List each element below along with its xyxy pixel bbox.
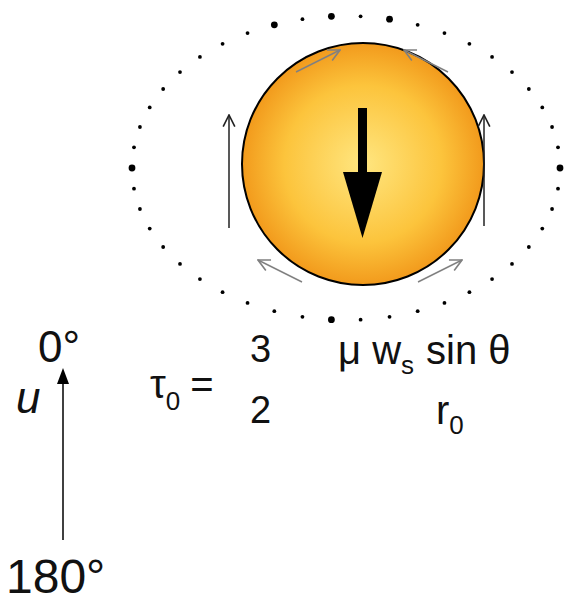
boundary-dot xyxy=(148,227,152,231)
formula-term: μ w xyxy=(338,330,401,370)
formula-term: sin θ xyxy=(426,330,511,370)
boundary-dot xyxy=(138,125,142,129)
flow-arrow xyxy=(228,115,230,228)
boundary-dot xyxy=(198,277,202,281)
boundary-dot xyxy=(148,106,152,110)
boundary-dot xyxy=(540,227,544,231)
boundary-dot xyxy=(527,245,531,249)
boundary-dot xyxy=(443,31,447,35)
boundary-dot xyxy=(468,42,472,46)
boundary-dot xyxy=(359,14,363,18)
settling-arrow-shaft xyxy=(358,108,367,180)
boundary-dot xyxy=(132,187,136,191)
boundary-dot xyxy=(178,262,182,266)
boundary-dot xyxy=(540,106,544,110)
boundary-dot xyxy=(301,315,305,319)
settling-arrow-head xyxy=(343,172,382,238)
boundary-dot xyxy=(556,187,560,191)
boundary-dot xyxy=(527,87,531,91)
formula-term: 3 xyxy=(250,330,271,368)
formula-subscript: 0 xyxy=(166,388,180,414)
velocity-symbol: u xyxy=(16,376,40,420)
boundary-dot xyxy=(386,16,393,23)
formula-term: = xyxy=(190,364,213,404)
flow-arrow xyxy=(258,260,302,282)
boundary-dot xyxy=(178,70,182,74)
boundary-dot xyxy=(221,290,225,294)
boundary-dot xyxy=(490,55,494,59)
formula-term: 2 xyxy=(250,391,271,429)
formula-term: τ xyxy=(150,364,166,404)
boundary-dot xyxy=(550,125,554,129)
formula-subscript: 0 xyxy=(449,412,463,438)
boundary-dot xyxy=(138,207,142,211)
boundary-dot xyxy=(271,21,278,28)
boundary-dot xyxy=(221,42,225,46)
formula-subscript: s xyxy=(401,352,414,378)
boundary-dot xyxy=(161,245,165,249)
velocity-arrow-head xyxy=(57,368,69,384)
angle-label: 180° xyxy=(6,553,105,601)
boundary-dot xyxy=(490,277,494,281)
boundary-dot xyxy=(510,70,514,74)
formula-term: r xyxy=(436,390,449,430)
boundary-dot xyxy=(388,315,392,319)
sphere xyxy=(242,43,484,285)
boundary-dot xyxy=(416,23,420,27)
dotted-boundary xyxy=(129,13,564,323)
boundary-dot xyxy=(246,301,250,305)
boundary-dot xyxy=(301,17,305,21)
boundary-dot xyxy=(246,31,250,35)
boundary-dot xyxy=(198,55,202,59)
boundary-dot xyxy=(359,318,363,322)
boundary-dot xyxy=(129,165,136,172)
flow-arrow xyxy=(418,260,462,282)
flow-arrow xyxy=(483,115,485,226)
boundary-dot xyxy=(132,145,136,149)
boundary-dot xyxy=(328,316,335,323)
boundary-dot xyxy=(272,309,276,313)
boundary-dot xyxy=(328,13,335,20)
boundary-dot xyxy=(161,87,165,91)
boundary-dot xyxy=(468,290,472,294)
boundary-dot xyxy=(443,301,447,305)
angle-label: 0° xyxy=(38,325,80,369)
flow-arrow xyxy=(404,50,448,72)
boundary-dot xyxy=(510,262,514,266)
boundary-dot xyxy=(416,309,420,313)
boundary-dot xyxy=(550,207,554,211)
velocity-arrow xyxy=(62,382,64,540)
boundary-dot xyxy=(557,165,564,172)
flow-arrow xyxy=(296,50,340,72)
boundary-dot xyxy=(556,145,560,149)
